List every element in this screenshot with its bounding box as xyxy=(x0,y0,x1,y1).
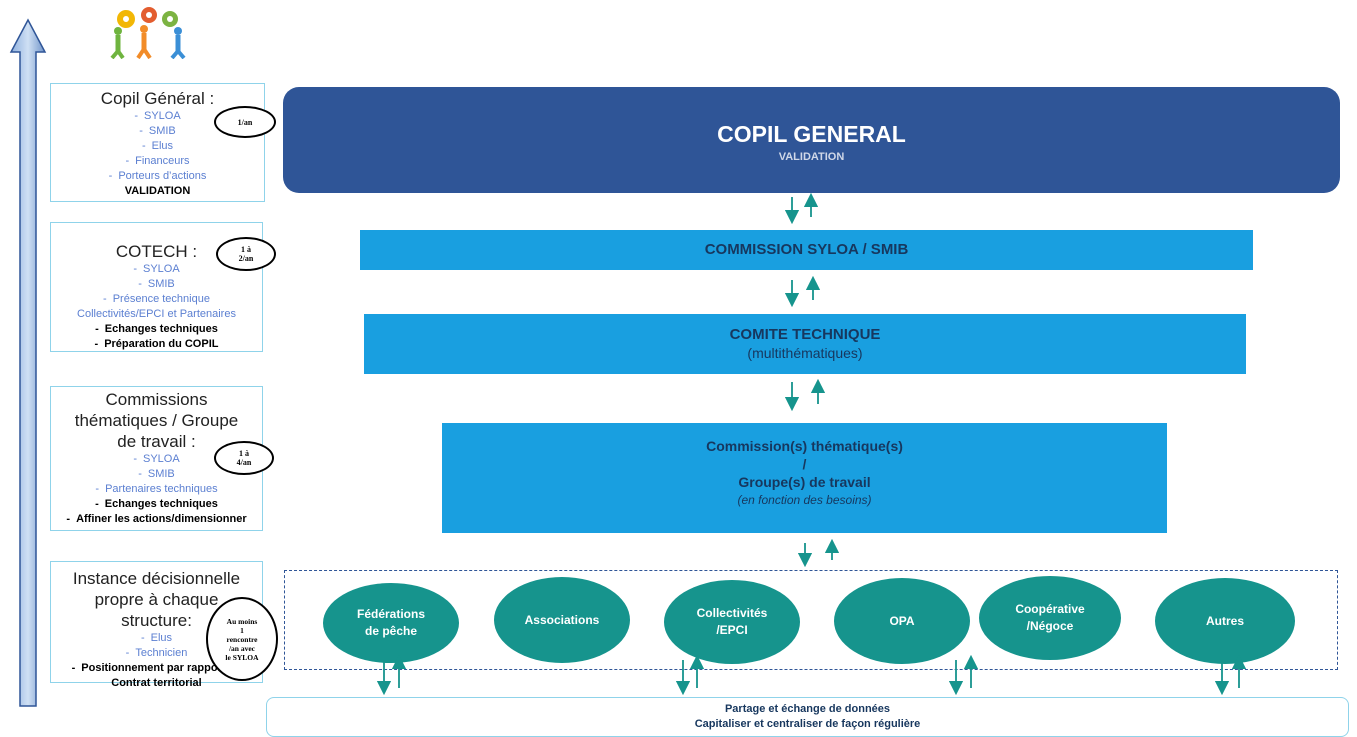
cotech-bold: -Echanges techniques xyxy=(95,323,218,335)
commissions-thematiques-line: Groupe(s) de travail xyxy=(738,474,871,490)
commissions-panel: Commissions thématiques / Groupe de trav… xyxy=(50,386,263,531)
instance-bold: Contrat territorial xyxy=(111,677,202,689)
instance-item: -Elus xyxy=(140,632,173,644)
cotech-item: -SYLOA xyxy=(133,263,180,275)
commission-syloa-box: COMMISSION SYLOA / SMIB xyxy=(360,230,1253,270)
copil-item: -SMIB xyxy=(139,125,176,137)
cotech-item: Collectivités/EPCI et Partenaires xyxy=(77,308,236,320)
commissions-panel-title: thématiques / Groupe xyxy=(74,411,239,430)
instance-item: -Technicien xyxy=(125,647,188,659)
commissions-thematiques-line: / xyxy=(802,456,807,472)
copil-item: -Financeurs xyxy=(125,155,190,167)
copil-item: -SYLOA xyxy=(134,110,181,122)
comite-technique-subtitle: (multithématiques) xyxy=(747,345,863,361)
cotech-panel: COTECH : -SYLOA -SMIB -Présence techniqu… xyxy=(50,222,263,352)
teamwork-gears-icon xyxy=(110,7,186,59)
cotech-panel-title: COTECH : xyxy=(115,242,198,261)
commissions-panel-title: de travail : xyxy=(117,432,196,451)
copil-panel: Copil Général : -SYLOA -SMIB -Elus -Fina… xyxy=(50,83,265,202)
comite-technique-title: COMITE TECHNIQUE xyxy=(729,326,881,343)
data-sharing-line: Capitaliser et centraliser de façon régu… xyxy=(694,718,921,730)
cotech-bold: -Préparation du COPIL xyxy=(94,338,219,350)
copil-general-box: COPIL GENERAL VALIDATION xyxy=(283,87,1340,193)
commissions-thematiques-line: Commission(s) thématique(s) xyxy=(706,438,903,454)
commissions-item: -SYLOA xyxy=(133,453,180,465)
copil-item: -Elus xyxy=(141,140,174,152)
copil-panel-title: Copil Général : xyxy=(100,89,215,108)
commissions-item: -SMIB xyxy=(138,468,175,480)
cotech-item: -SMIB xyxy=(138,278,175,290)
data-sharing-line: Partage et échange de données xyxy=(724,703,891,715)
oval-opa: OPA xyxy=(834,578,970,664)
copil-general-title: COPIL GENERAL xyxy=(717,121,906,147)
copil-general-subtitle: VALIDATION xyxy=(778,151,845,163)
instance-bold: -Positionnement par rapport au xyxy=(71,662,242,674)
cotech-item: -Présence technique xyxy=(103,293,210,305)
commissions-panel-title: Commissions xyxy=(105,390,208,409)
commissions-bold: -Echanges techniques xyxy=(95,498,218,510)
instance-panel-title: propre à chaque xyxy=(94,590,219,609)
vertical-arrow-icon xyxy=(9,18,47,707)
commissions-thematiques-box: Commission(s) thématique(s) / Groupe(s) … xyxy=(442,423,1167,533)
oval-associations: Associations xyxy=(494,577,630,663)
commission-syloa-title: COMMISSION SYLOA / SMIB xyxy=(704,241,909,258)
oval-autres: Autres xyxy=(1155,578,1295,664)
commissions-thematiques-italic: (en fonction des besoins) xyxy=(737,493,872,507)
copil-frequency-badge: 1/an xyxy=(214,106,276,138)
commissions-bold: -Affiner les actions/dimensionner xyxy=(66,513,247,525)
instance-frequency-badge: Au moins 1 rencontre /an avec le SYLOA xyxy=(206,597,278,681)
commissions-item: -Partenaires techniques xyxy=(95,483,218,495)
copil-item: -Porteurs d’actions xyxy=(108,170,207,182)
instance-panel-title: Instance décisionnelle xyxy=(72,569,241,588)
copil-bold: VALIDATION xyxy=(124,185,191,197)
instance-panel-title: structure: xyxy=(121,611,192,630)
oval-cooperative-negoce: Coopérative/Négoce xyxy=(979,576,1121,660)
oval-collectivites-epci: Collectivités/EPCI xyxy=(664,580,800,664)
comite-technique-box: COMITE TECHNIQUE (multithématiques) xyxy=(364,314,1246,374)
structures-container xyxy=(284,570,1338,670)
